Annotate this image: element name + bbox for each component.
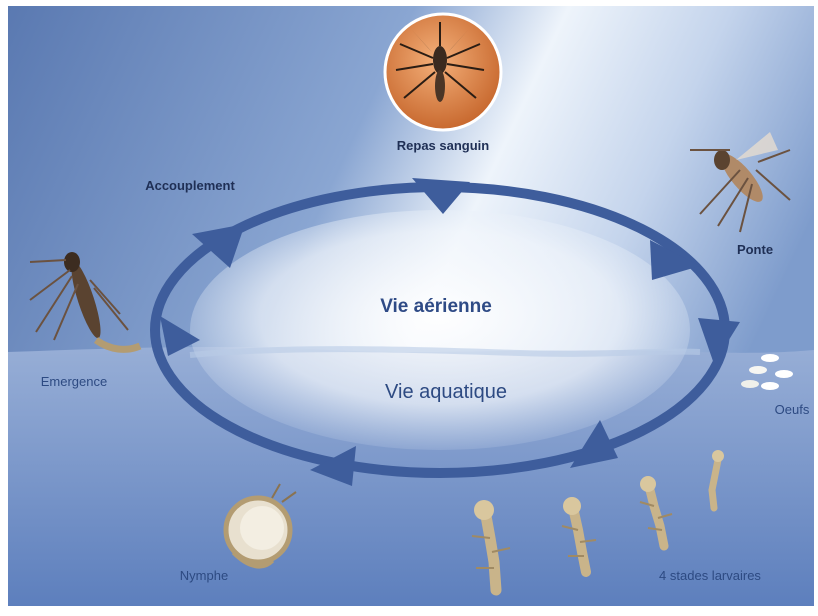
air-life-label: Vie aérienne [380, 296, 492, 317]
mosquito-biting-icon [385, 14, 501, 130]
mating-label: Accouplement [145, 178, 235, 193]
eggs-label: Oeufs [775, 402, 810, 417]
laying-label: Ponte [737, 242, 773, 257]
blood-meal-label: Repas sanguin [397, 138, 490, 153]
larvae-label: 4 stades larvaires [659, 568, 761, 583]
pupa-label: Nymphe [180, 568, 228, 583]
center-glow [190, 210, 690, 450]
emergence-label: Emergence [41, 374, 107, 389]
aquatic-life-label: Vie aquatique [385, 381, 507, 403]
